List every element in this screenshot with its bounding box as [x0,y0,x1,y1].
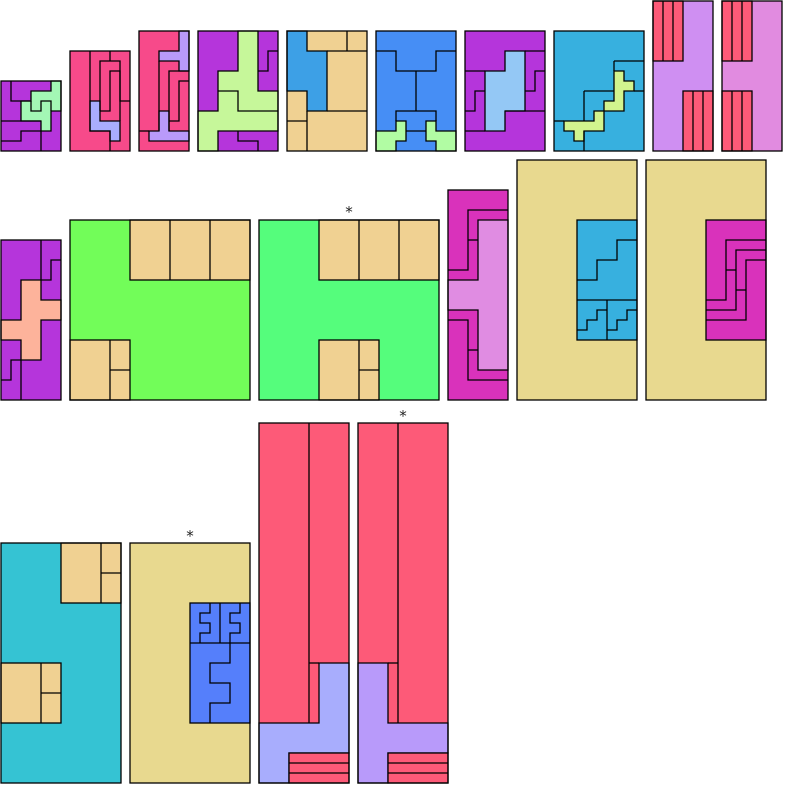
panel-purple-lime [197,30,279,152]
tile-piece [652,0,684,62]
tile-boundary [199,603,211,643]
panel-pink-lavender [69,50,131,152]
tile-boundary [10,81,31,102]
panel-border [197,30,279,152]
panel-pink-violet [138,30,190,152]
tile-piece [288,752,350,784]
panel-purple-lightblue [464,30,546,152]
tile-boundary [577,309,607,331]
panel-spring-tan [258,219,440,401]
panel-tan-sky [286,30,368,152]
panel-border [0,80,62,152]
variant-marker-asterisk: * [399,407,407,425]
variant-marker-asterisk: * [186,527,194,545]
panel-lilac-strips [652,0,714,152]
panel-border [721,0,783,152]
panel-blue-green [375,30,457,152]
tile-piece [721,0,753,62]
tile-boundary [237,131,259,151]
panel-border [516,159,638,401]
tile-boundary [209,643,231,723]
tile-piece [682,90,714,152]
panel-border [0,239,62,401]
tile-boundary [168,70,189,131]
tile-boundary [395,110,437,121]
panel-sand-cyan [516,159,638,401]
panel-border [553,30,645,152]
tile-boundary [706,249,766,311]
tiling-panels [0,0,783,784]
panel-border [69,50,131,152]
variant-marker-asterisk: * [345,203,353,221]
panel-purple-mint [0,80,62,152]
tile-boundary [525,70,545,92]
panel-orchid-strips [721,0,783,152]
tile-piece [129,219,251,281]
panel-border [129,542,251,784]
panel-purple-salmon [0,239,62,401]
tile-piece [721,90,753,152]
tile-boundary [89,51,111,151]
panel-border [69,219,251,401]
panel-cyan-staircase [553,30,645,152]
panel-sand-magenta [645,159,767,401]
panel-border [357,422,449,784]
panel-teal-tan [0,542,122,784]
tile-boundary [607,309,637,331]
panel-border [138,30,190,152]
panel-border [258,219,440,401]
panel-green-tan [69,219,251,401]
tile-boundary [1,130,42,151]
panel-red-violet [357,422,449,784]
tile-boundary [465,90,485,112]
tile-boundary [41,259,61,281]
tile-boundary [1,359,21,381]
tile-boundary [577,239,637,281]
panel-border [645,159,767,401]
panel-red-periwinkle [258,422,350,784]
tile-piece [318,219,440,281]
panel-magenta-pink [447,189,509,401]
panel-border [375,30,457,152]
tile-boundary [99,60,130,111]
tile-piece [387,752,449,784]
tile-boundary [30,100,52,112]
panel-border [258,422,350,784]
tile-boundary [218,90,278,112]
panel-border [286,30,368,152]
panel-border [447,189,509,401]
tile-boundary [258,50,278,72]
tile-boundary [229,603,241,643]
panel-sand-royal [129,542,251,784]
panel-border [0,542,122,784]
panel-border [652,0,714,152]
tile-boundary [169,80,189,122]
panel-border [464,30,546,152]
tile-boundary [100,70,121,121]
